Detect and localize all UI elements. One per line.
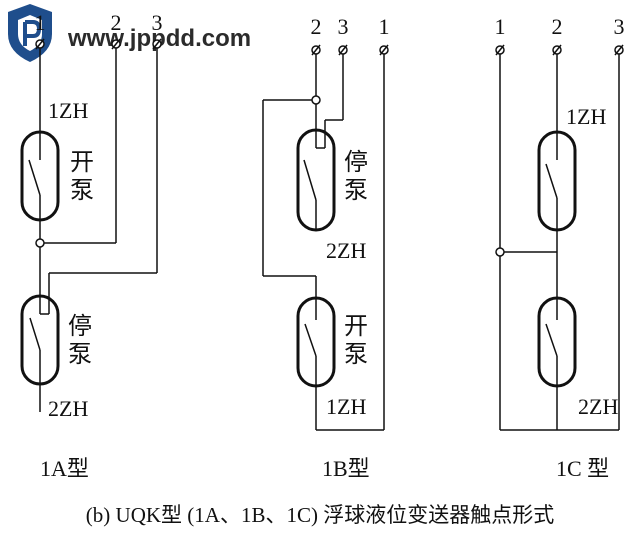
terminal-label: 2 <box>111 10 122 35</box>
terminal-label: 1 <box>379 14 390 39</box>
terminal-1a-2 <box>111 38 121 50</box>
junction-node <box>35 238 45 248</box>
terminal-1c-2 <box>552 44 562 56</box>
diagram-1c <box>495 44 624 431</box>
diagram-1c-labels: 1 2 3 1ZH 2ZH 1C 型 <box>495 14 625 481</box>
watermark: www.jppdd.com <box>8 4 251 62</box>
switch-label: 1ZH <box>566 104 606 129</box>
switch-text: 停 <box>68 313 92 340</box>
diagram-1b-labels: 2 3 1 停 泵 2ZH 开 泵 1ZH 1B型 <box>311 14 390 481</box>
switch-text: 停 <box>344 149 368 176</box>
terminal-1a-1 <box>35 38 45 50</box>
switch-text: 开 <box>344 314 368 340</box>
terminal-label: 1 <box>35 10 46 35</box>
switch-label: 1ZH <box>48 98 88 123</box>
float-switch-1a-bottom <box>20 294 60 386</box>
switch-text: 开 <box>70 150 94 176</box>
terminal-label: 1 <box>495 14 506 39</box>
terminal-label: 2 <box>311 14 322 39</box>
diagram-caption: 1B型 <box>322 456 370 481</box>
float-switch-1a-top <box>20 130 60 222</box>
diagram-caption: 1A型 <box>40 456 89 481</box>
terminal-1c-3 <box>614 44 624 56</box>
switch-label: 2ZH <box>48 396 88 421</box>
float-switch-1b-top <box>296 128 336 232</box>
diagram-1a <box>20 38 162 412</box>
switch-text: 泵 <box>344 342 368 368</box>
terminal-label: 2 <box>552 14 563 39</box>
diagram-1a-labels: 1 2 3 1ZH 开 泵 停 泵 2ZH 1A型 <box>35 10 163 481</box>
switch-label: 2ZH <box>578 394 618 419</box>
switch-label: 2ZH <box>326 238 366 263</box>
terminal-1c-1 <box>495 44 505 56</box>
terminal-1b-3 <box>338 44 348 56</box>
terminal-label: 3 <box>152 10 163 35</box>
switch-text: 泵 <box>70 178 94 204</box>
terminal-1b-1 <box>379 44 389 56</box>
float-switch-1c-bottom <box>537 296 577 388</box>
switch-text: 泵 <box>344 178 368 204</box>
junction-node <box>495 247 505 257</box>
junction-node <box>311 95 321 105</box>
float-switch-1b-bottom <box>296 296 336 388</box>
switch-label: 1ZH <box>326 394 366 419</box>
diagram-caption: 1C 型 <box>556 456 609 481</box>
terminal-1b-2 <box>311 44 321 56</box>
terminal-1a-3 <box>152 38 162 50</box>
terminal-label: 3 <box>338 14 349 39</box>
terminal-label: 3 <box>614 14 625 39</box>
switch-text: 泵 <box>68 342 92 368</box>
diagram-1b <box>262 44 389 431</box>
figure-caption: (b) UQK型 (1A、1B、1C) 浮球液位变送器触点形式 <box>86 503 554 527</box>
float-switch-1c-top <box>537 130 577 232</box>
